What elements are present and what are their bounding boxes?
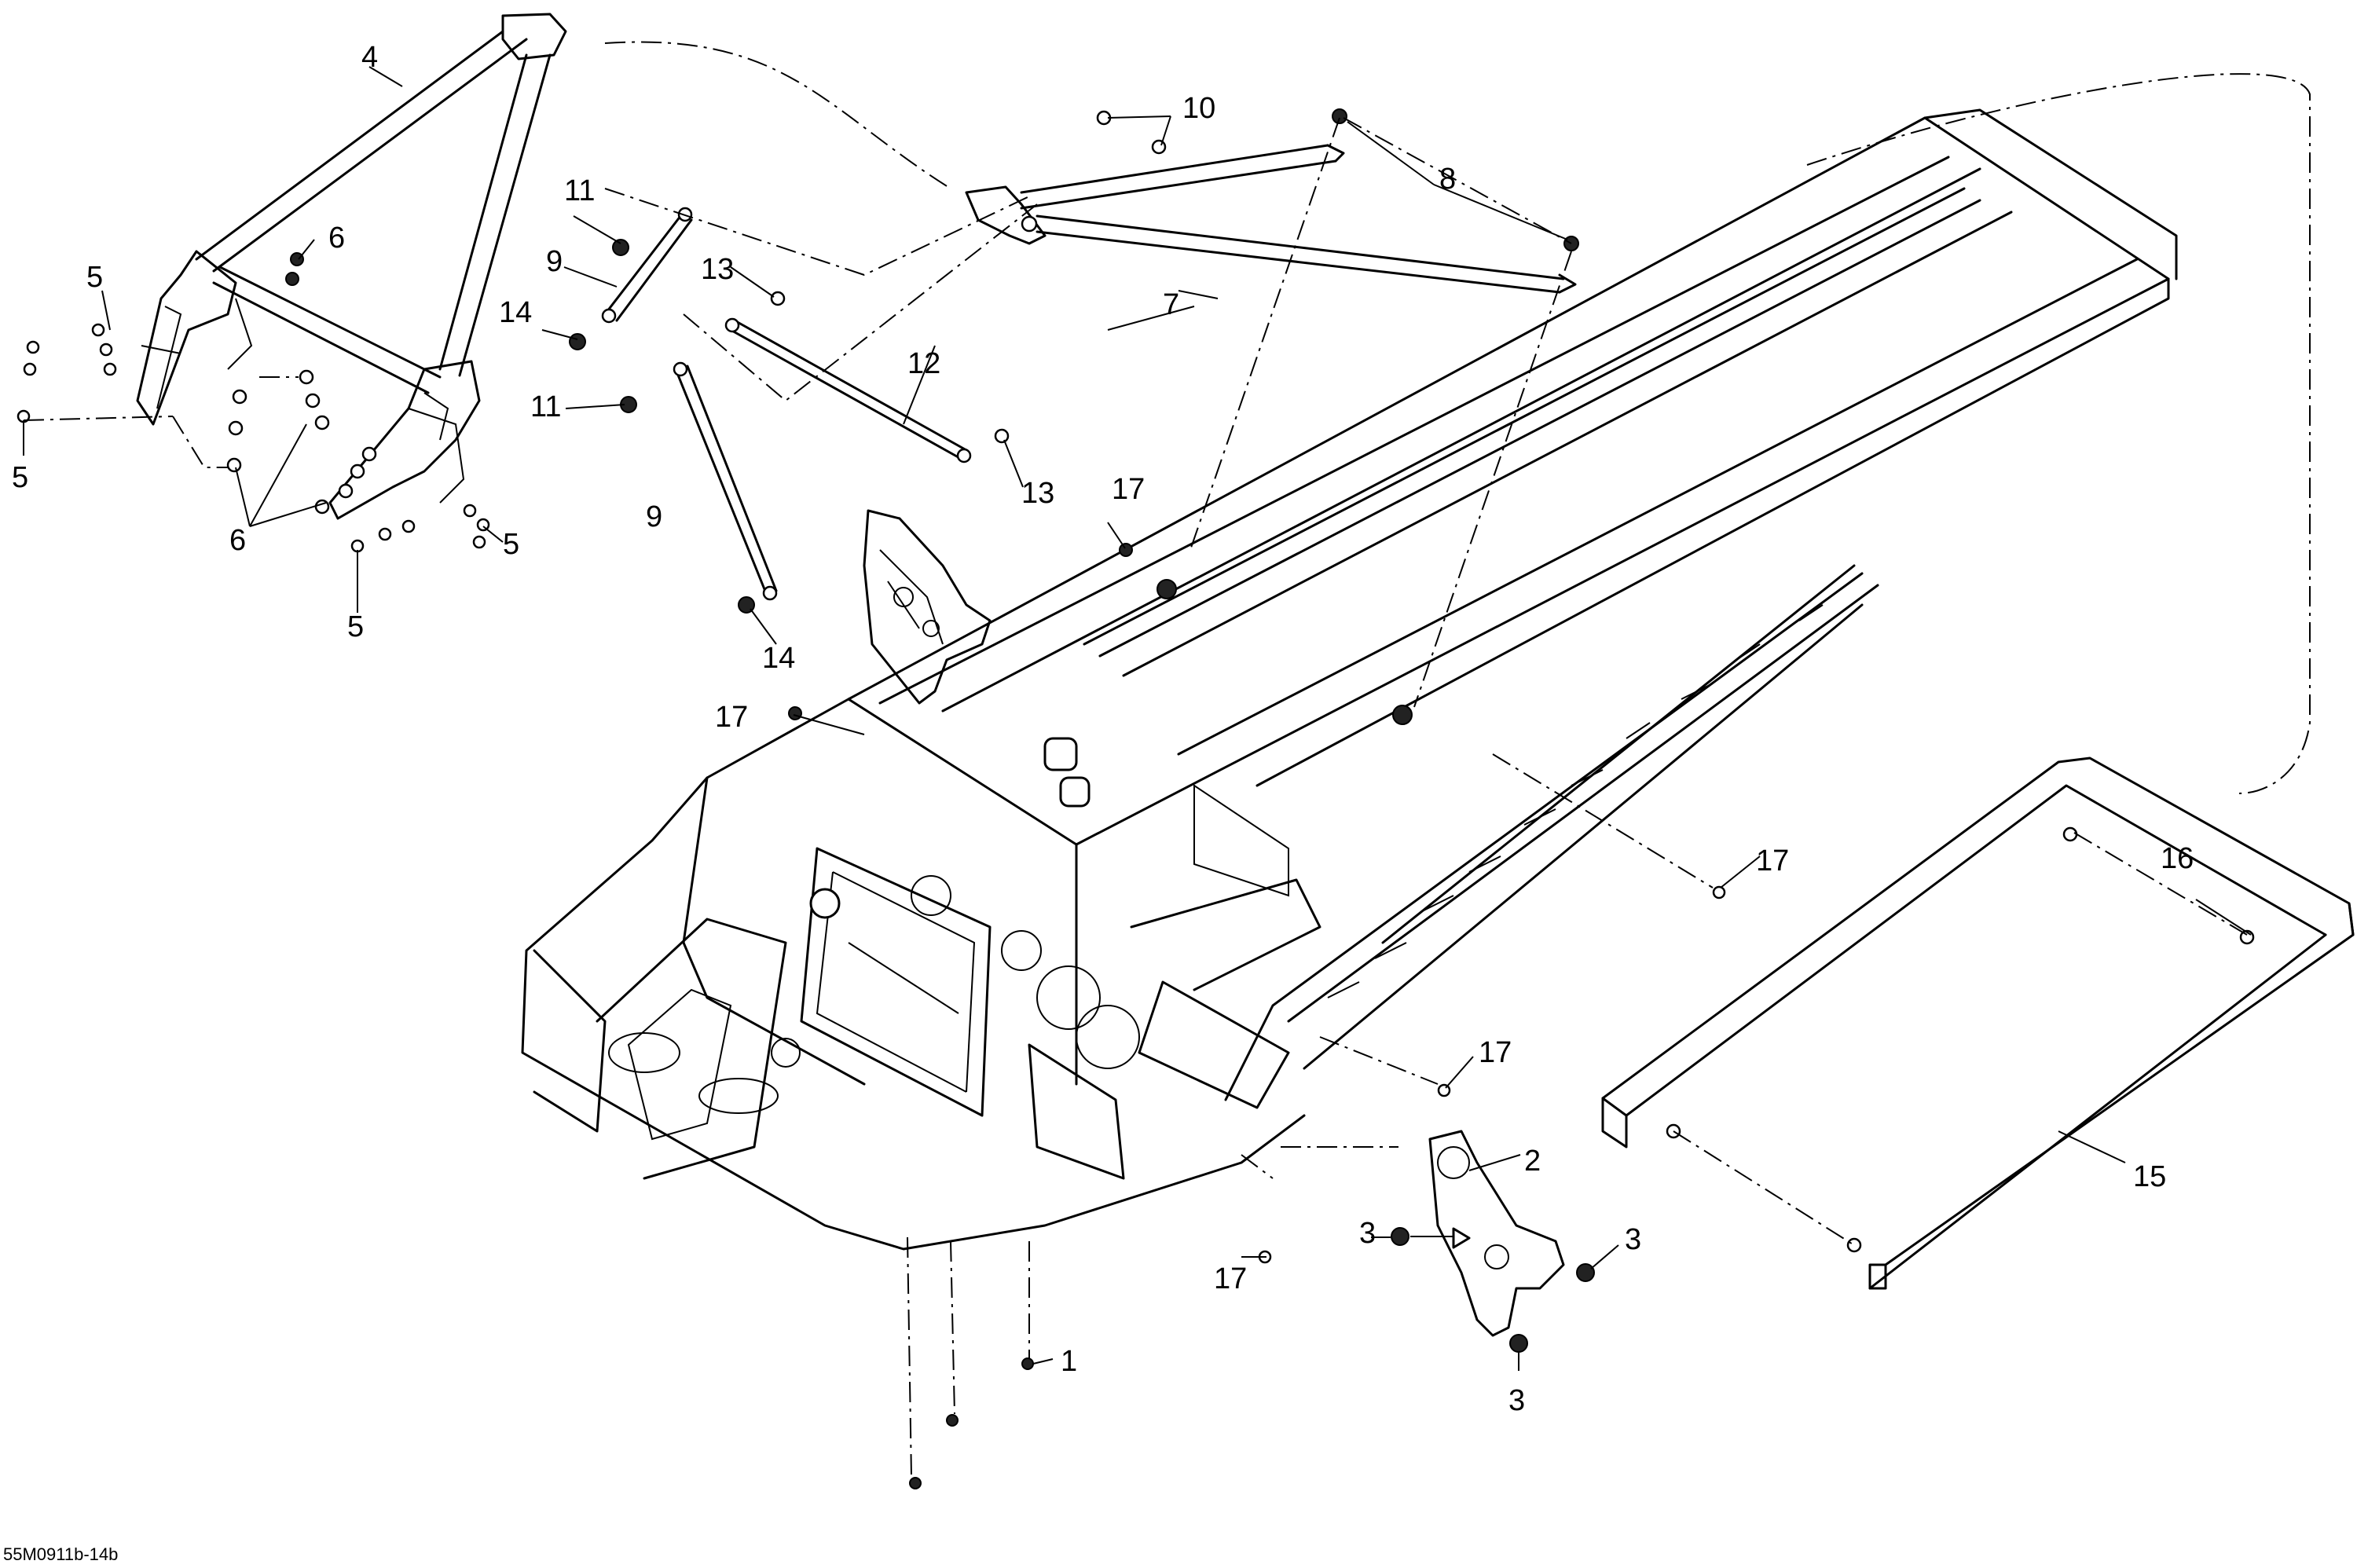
callout-12: 12 [907, 347, 940, 380]
callout-17: 17 [1112, 473, 1145, 506]
callout-8: 8 [1439, 163, 1456, 196]
callout-labels: 4 5 5 5 5 6 6 7 8 9 9 10 11 11 12 13 13 … [12, 41, 2194, 1417]
callout-6: 6 [328, 222, 345, 255]
callout-17: 17 [715, 701, 748, 734]
callout-14: 14 [499, 296, 532, 329]
callout-14: 14 [762, 642, 795, 675]
rear-v-frame [965, 144, 1577, 294]
centre-bracket [863, 509, 992, 705]
callout-17: 17 [1479, 1036, 1512, 1069]
chassis-hardware [788, 543, 1726, 1489]
callout-17: 17 [1756, 844, 1789, 877]
leader-lines [23, 66, 2252, 1371]
rod-hardware [569, 108, 1579, 614]
callout-11: 11 [564, 174, 595, 207]
callout-7: 7 [1163, 288, 1179, 321]
installation-lines [604, 41, 2311, 1478]
tunnel-chassis [521, 108, 2178, 1251]
rear-bumper [1601, 757, 2355, 1290]
callout-4: 4 [361, 41, 378, 74]
callout-5: 5 [12, 461, 28, 494]
rear-bracket [1391, 1130, 1595, 1353]
callout-9: 9 [546, 245, 563, 278]
callout-3: 3 [1508, 1384, 1525, 1417]
running-board-slots [1327, 604, 1824, 998]
callout-3: 3 [1359, 1217, 1376, 1250]
callout-6: 6 [229, 524, 246, 557]
callout-13: 13 [701, 253, 734, 286]
drawing-code: 55M0911b-14b [3, 1544, 118, 1564]
callout-2: 2 [1524, 1145, 1541, 1178]
callout-11: 11 [530, 390, 561, 423]
callout-15: 15 [2133, 1160, 2166, 1193]
callout-10: 10 [1182, 92, 1215, 125]
callout-5: 5 [503, 528, 519, 561]
callout-3: 3 [1625, 1223, 1641, 1256]
front-a-frame [136, 13, 567, 520]
callout-16: 16 [2161, 842, 2194, 875]
callout-13: 13 [1021, 477, 1054, 510]
a-frame-hardware [16, 252, 490, 553]
support-rods [601, 207, 972, 601]
callout-17: 17 [1214, 1262, 1247, 1295]
callout-9: 9 [646, 500, 662, 533]
callout-5: 5 [86, 261, 103, 294]
callout-5: 5 [347, 610, 364, 643]
callout-1: 1 [1061, 1345, 1077, 1378]
